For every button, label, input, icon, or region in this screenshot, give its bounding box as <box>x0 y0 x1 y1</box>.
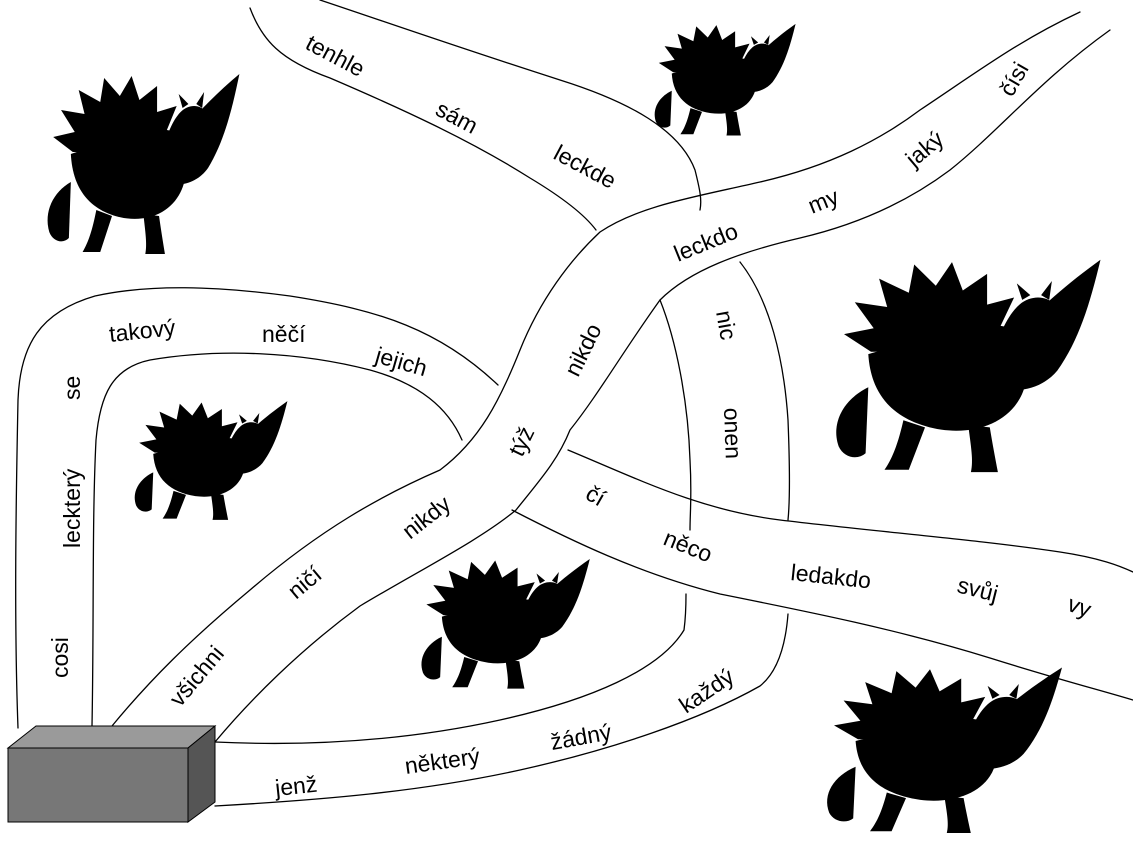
dragon-icon <box>134 401 288 527</box>
word-ledakdo[interactable]: ledakdo <box>789 559 872 593</box>
word-tyz[interactable]: týž <box>503 422 539 460</box>
word-takovy[interactable]: takový <box>108 314 177 347</box>
dragon-icon <box>836 259 1101 484</box>
word-ci[interactable]: čí <box>582 480 611 512</box>
word-cisi[interactable]: čísi <box>994 58 1034 101</box>
start-box-icon <box>6 724 217 823</box>
word-se[interactable]: se <box>59 376 85 400</box>
word-vy[interactable]: vy <box>1064 590 1095 622</box>
word-kazdy[interactable]: každý <box>674 663 739 718</box>
dragon-icon <box>654 23 796 142</box>
word-nic[interactable]: nic <box>711 308 742 341</box>
dragon-icon <box>421 559 590 696</box>
word-leckde[interactable]: leckde <box>550 139 621 193</box>
word-cosi[interactable]: cosi <box>47 637 73 678</box>
word-nikdo[interactable]: nikdo <box>559 319 606 380</box>
word-zadny[interactable]: žádný <box>548 719 613 755</box>
word-neci[interactable]: něčí <box>262 321 306 347</box>
word-my[interactable]: my <box>804 183 843 219</box>
word-leckdo[interactable]: leckdo <box>670 218 741 267</box>
word-jejich[interactable]: jejich <box>372 342 431 382</box>
word-vsichni[interactable]: všichni <box>164 641 229 712</box>
word-tenhle[interactable]: tenhle <box>302 29 370 81</box>
word-onen[interactable]: onen <box>719 407 747 459</box>
word-leckdery[interactable]: leckterý <box>59 468 85 548</box>
dragon-icon <box>47 74 240 264</box>
word-nici[interactable]: ničí <box>283 561 328 604</box>
word-sam[interactable]: sám <box>432 95 483 138</box>
word-neco[interactable]: něco <box>660 525 716 568</box>
word-nikdy[interactable]: nikdy <box>397 490 456 544</box>
word-svuj[interactable]: svůj <box>955 572 1001 607</box>
word-nektery[interactable]: některý <box>403 743 482 779</box>
word-jenz[interactable]: jenž <box>273 771 319 801</box>
word-jaky[interactable]: jaký <box>900 125 949 172</box>
dragon-icon <box>827 667 1062 843</box>
